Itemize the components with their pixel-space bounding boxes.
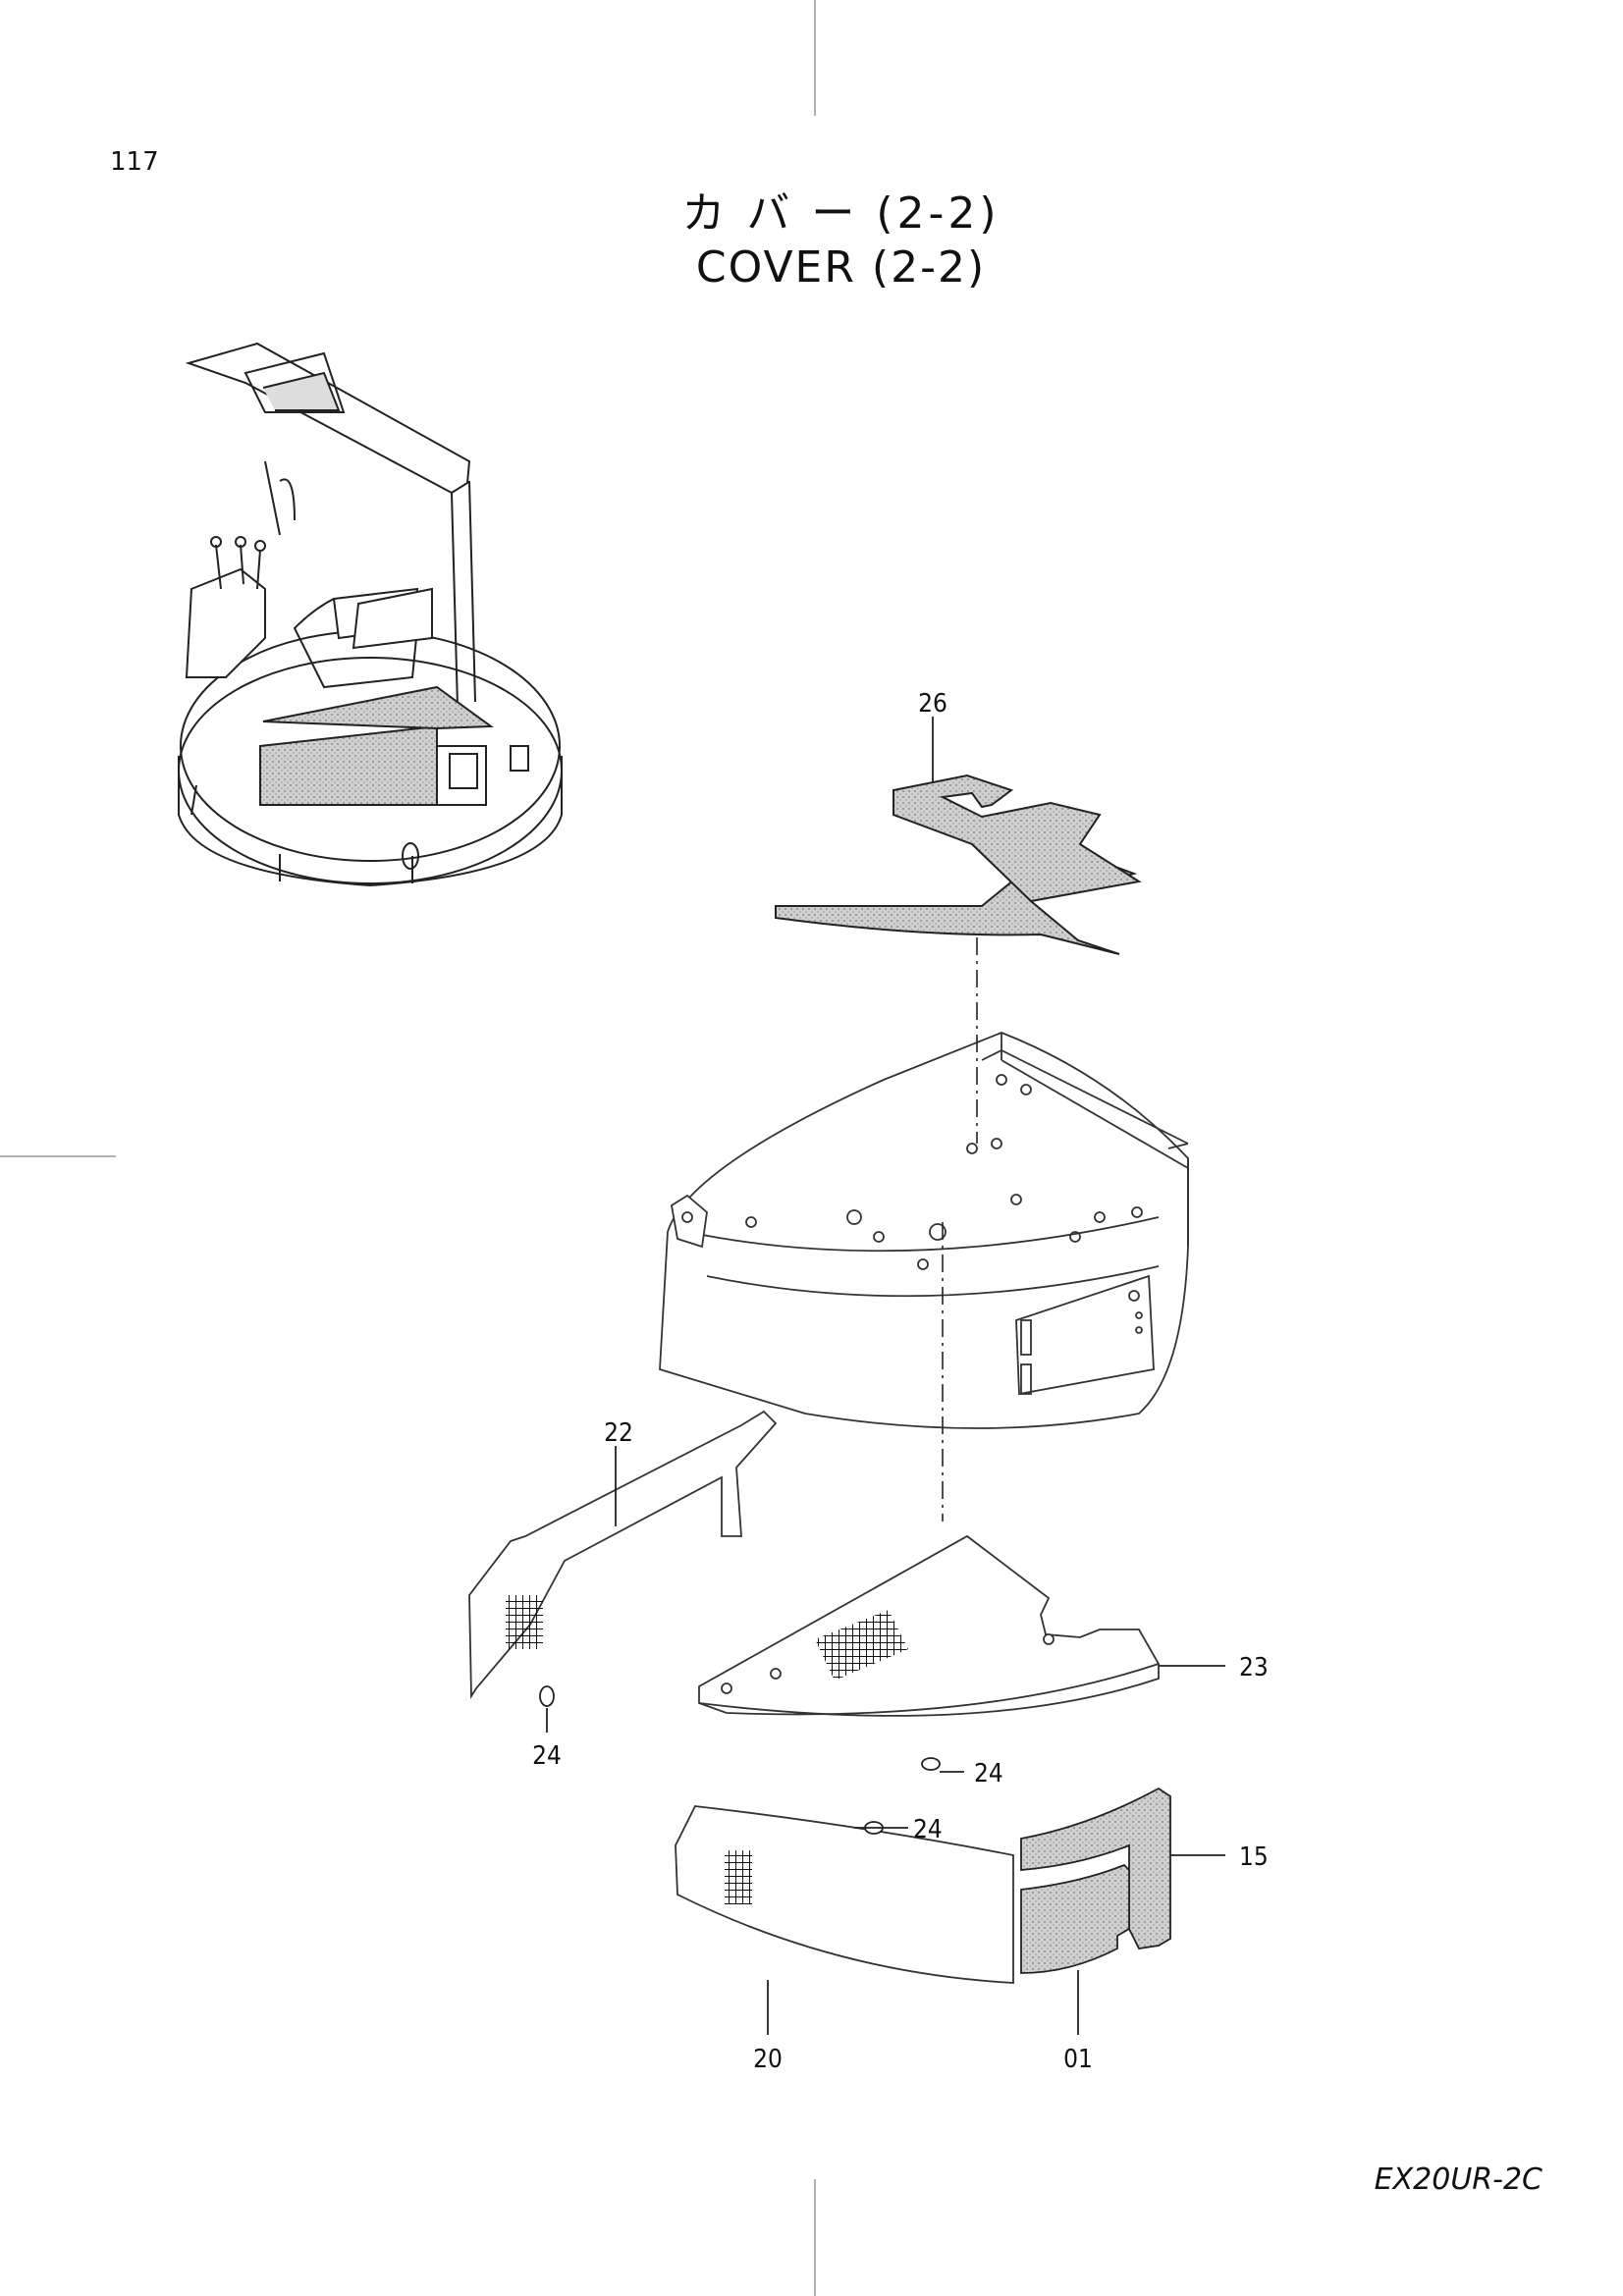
model-code: EX20UR-2C xyxy=(1374,2163,1542,2197)
title-japanese: カ バ ー (2-2) xyxy=(681,188,1001,239)
part-15-seal xyxy=(1020,1787,1171,1949)
part-23-floor-plate xyxy=(698,1534,1161,1717)
callout-24-center: 24 xyxy=(974,1759,1003,1789)
callout-26: 26 xyxy=(918,689,947,719)
cab-housing xyxy=(659,1032,1189,1429)
assembly-lines xyxy=(942,937,978,1522)
callout-23: 23 xyxy=(1239,1653,1269,1682)
title-english: COVER (2-2) xyxy=(695,242,987,293)
callout-labels: 26 22 23 24 24 24 15 20 01 xyxy=(532,689,1269,2074)
callout-15: 15 xyxy=(1239,1842,1269,1872)
part-01-seal xyxy=(1020,1863,1130,1974)
callout-22: 22 xyxy=(604,1418,633,1448)
part-24-grommets xyxy=(539,1685,941,1835)
callout-24-left: 24 xyxy=(532,1741,562,1771)
leader-lines xyxy=(546,717,1225,2035)
machine-locator-illustration xyxy=(178,342,563,887)
callout-01: 01 xyxy=(1063,2045,1093,2074)
part-20-front-cover xyxy=(675,1805,1014,1984)
page-title: カ バ ー (2-2) COVER (2-2) xyxy=(0,187,1623,294)
callout-20: 20 xyxy=(753,2045,783,2074)
crop-marks xyxy=(0,0,816,2296)
part-26-floor-mat xyxy=(775,774,1142,955)
page-number: 117 xyxy=(110,147,159,177)
callout-24-front: 24 xyxy=(913,1815,943,1844)
part-22-side-plate xyxy=(468,1410,778,1700)
